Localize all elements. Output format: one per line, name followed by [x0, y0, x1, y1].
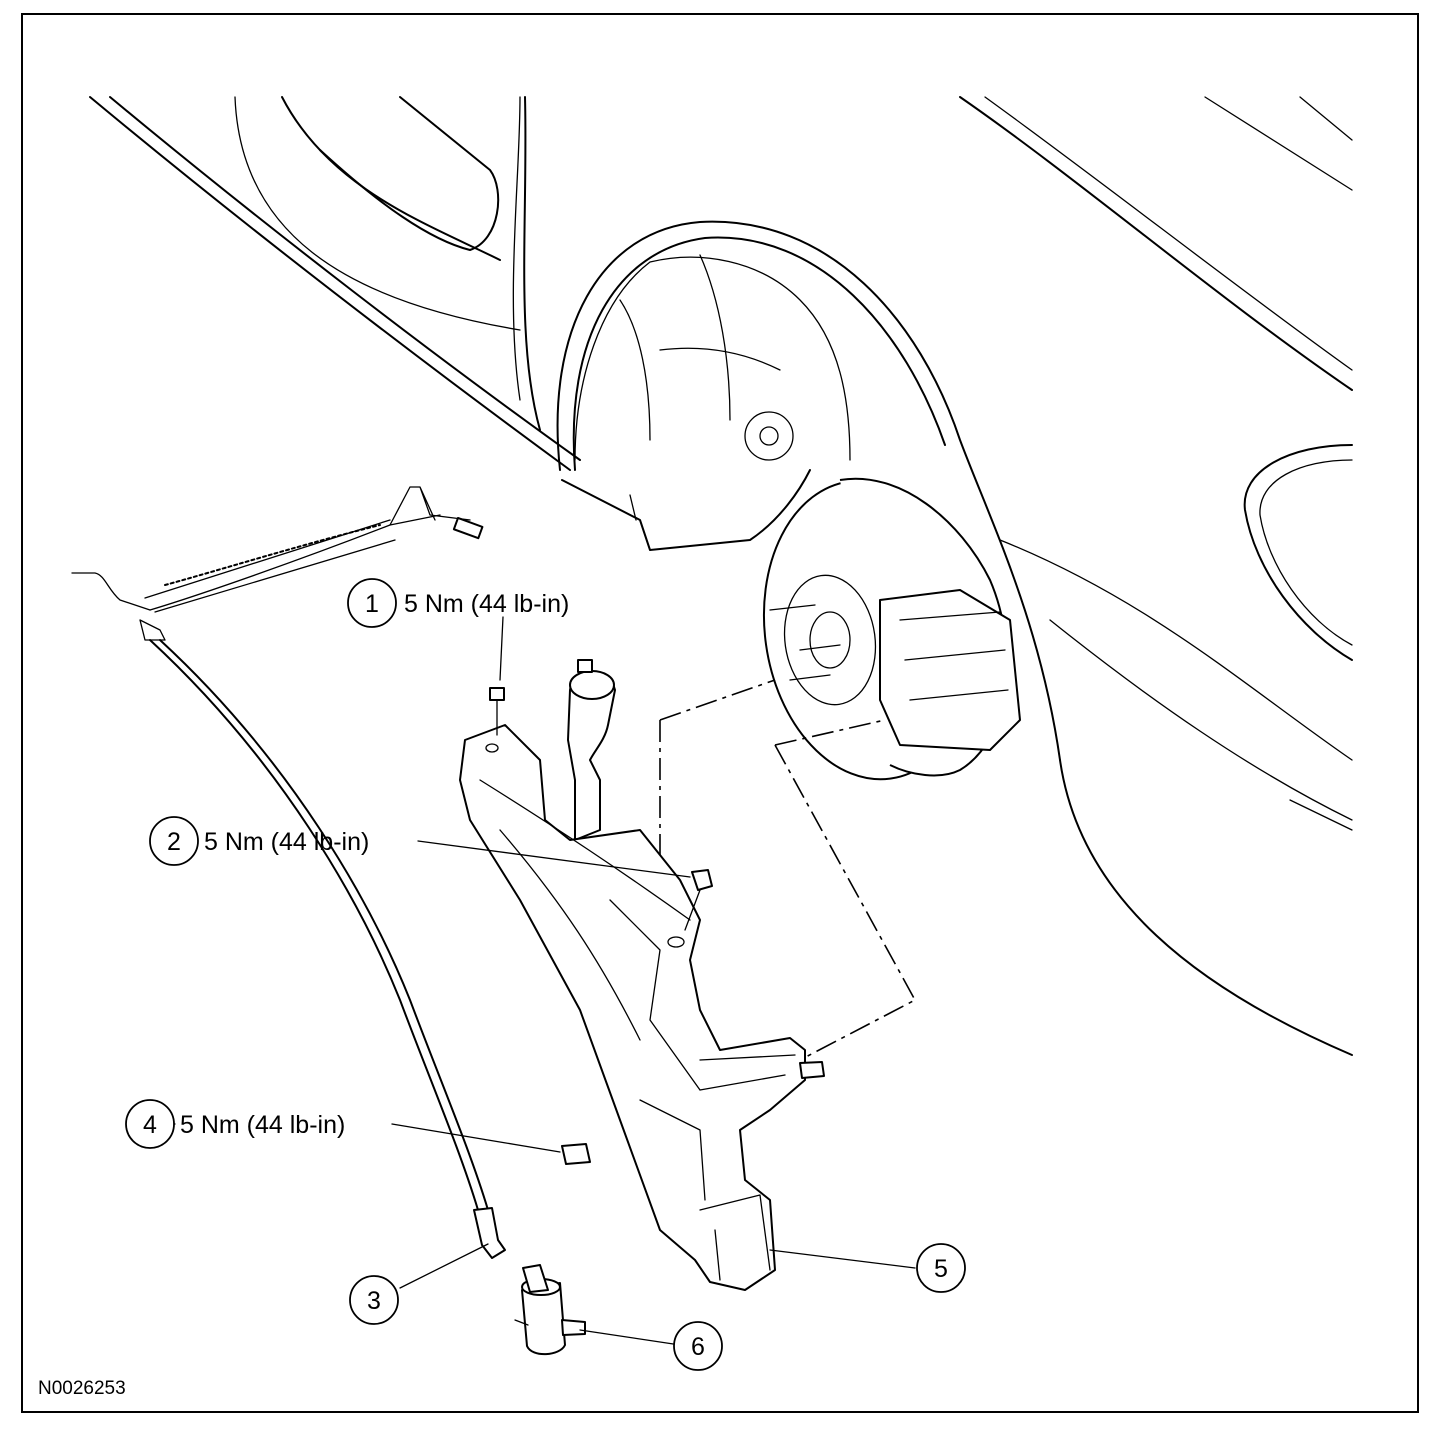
- callout-number: 5: [934, 1255, 948, 1283]
- callout-circle: [916, 1243, 966, 1293]
- callout-number: 2: [167, 828, 181, 856]
- vehicle-body-outline: [89, 96, 1353, 1056]
- callout-number: 6: [691, 1333, 705, 1361]
- phantom-mounting-lines: [659, 679, 917, 1061]
- washer-reservoir: [459, 659, 825, 1291]
- callout-3: 3: [349, 1275, 399, 1325]
- callout-number: 1: [365, 590, 379, 618]
- callout-number: 4: [143, 1111, 157, 1139]
- leader-lines: [159, 602, 916, 1346]
- brake-rotor-caliper: [762, 477, 1021, 781]
- callout-5: 5: [916, 1243, 966, 1293]
- callout-1: 1 5 Nm (44 lb-in): [347, 578, 569, 628]
- diagram-border: [21, 13, 1419, 1413]
- callout-number: 3: [367, 1287, 381, 1315]
- callout-circle: [347, 578, 397, 628]
- bolt-4-icon: [561, 1143, 591, 1165]
- torque-spec: 5 Nm (44 lb-in): [180, 1111, 345, 1139]
- torque-spec: 5 Nm (44 lb-in): [404, 590, 569, 618]
- fasteners: [489, 687, 713, 1165]
- callout-2: 2 5 Nm (44 lb-in): [149, 816, 369, 866]
- callout-circle: [349, 1275, 399, 1325]
- torque-spec: 5 Nm (44 lb-in): [204, 828, 369, 856]
- bolt-1-icon: [489, 687, 505, 736]
- callout-circle: [149, 816, 199, 866]
- bolt-2-icon: [684, 869, 713, 931]
- figure-id: N0026253: [38, 1378, 126, 1399]
- washer-pump: [514, 1264, 586, 1356]
- callout-4: 4 5 Nm (44 lb-in): [125, 1099, 345, 1149]
- callout-circle: [125, 1099, 175, 1149]
- callout-circle: [673, 1321, 723, 1371]
- callout-6: 6: [673, 1321, 723, 1371]
